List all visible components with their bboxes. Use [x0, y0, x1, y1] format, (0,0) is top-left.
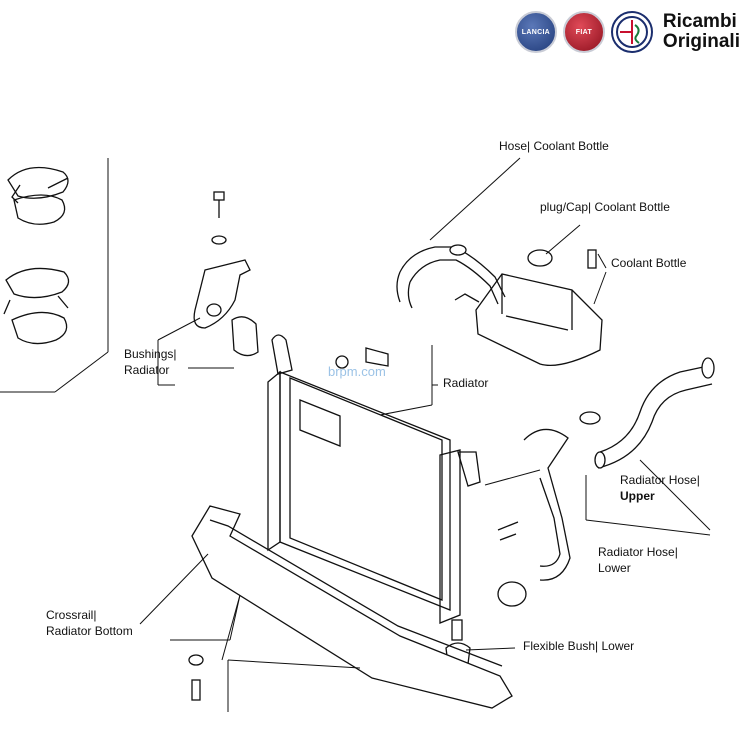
label-crossrail-line1: Crossrail|	[46, 608, 96, 622]
radiator-hose-upper	[579, 357, 715, 531]
fiat-logo-text: FIAT	[575, 28, 593, 36]
coolant-bottle-hose	[396, 157, 521, 309]
brand-title: Ricambi Originali	[663, 12, 740, 52]
fiat-logo: FIAT	[562, 11, 605, 53]
label-flexible-bush-lower: Flexible Bush| Lower	[523, 639, 634, 653]
sensor-part	[335, 347, 389, 369]
brand-title-line1: Ricambi	[662, 11, 737, 32]
label-plug-cap-coolant-bottle: plug/Cap| Coolant Bottle	[540, 200, 670, 214]
radiator	[267, 334, 481, 668]
coolant-bottle	[475, 224, 607, 367]
radiator-hose-lower	[484, 428, 711, 607]
label-radiator-hose-upper-line2: Upper	[620, 489, 655, 503]
label-coolant-bottle: Coolant Bottle	[611, 256, 687, 270]
flexible-bush-leader	[465, 647, 516, 651]
label-radiator-hose-upper-line1: Radiator Hose|	[620, 473, 700, 487]
lancia-logo-text: LANCIA	[521, 28, 551, 36]
brand-header: LANCIA FIAT Ricambi Originali	[514, 4, 740, 60]
label-radiator-hose-lower-line1: Radiator Hose|	[598, 545, 678, 559]
brand-title-line2: Originali	[662, 31, 740, 52]
label-hose-coolant-bottle: Hose| Coolant Bottle	[499, 139, 609, 153]
alfa-romeo-emblem	[615, 16, 648, 48]
label-radiator: Radiator	[443, 376, 488, 390]
lancia-logo: LANCIA	[514, 11, 557, 53]
crossrail	[139, 505, 513, 712]
label-crossrail-line2: Radiator Bottom	[46, 624, 133, 638]
label-radiator-hose-lower-line2: Lower	[598, 561, 631, 575]
watermark: brpm.com	[328, 364, 386, 379]
alfa-romeo-logo	[610, 11, 653, 53]
clip-parts-left	[0, 158, 109, 393]
bushing-parts	[157, 191, 259, 386]
label-bushings-line2: Radiator	[124, 363, 169, 377]
label-bushings-line1: Bushings|	[124, 347, 176, 361]
